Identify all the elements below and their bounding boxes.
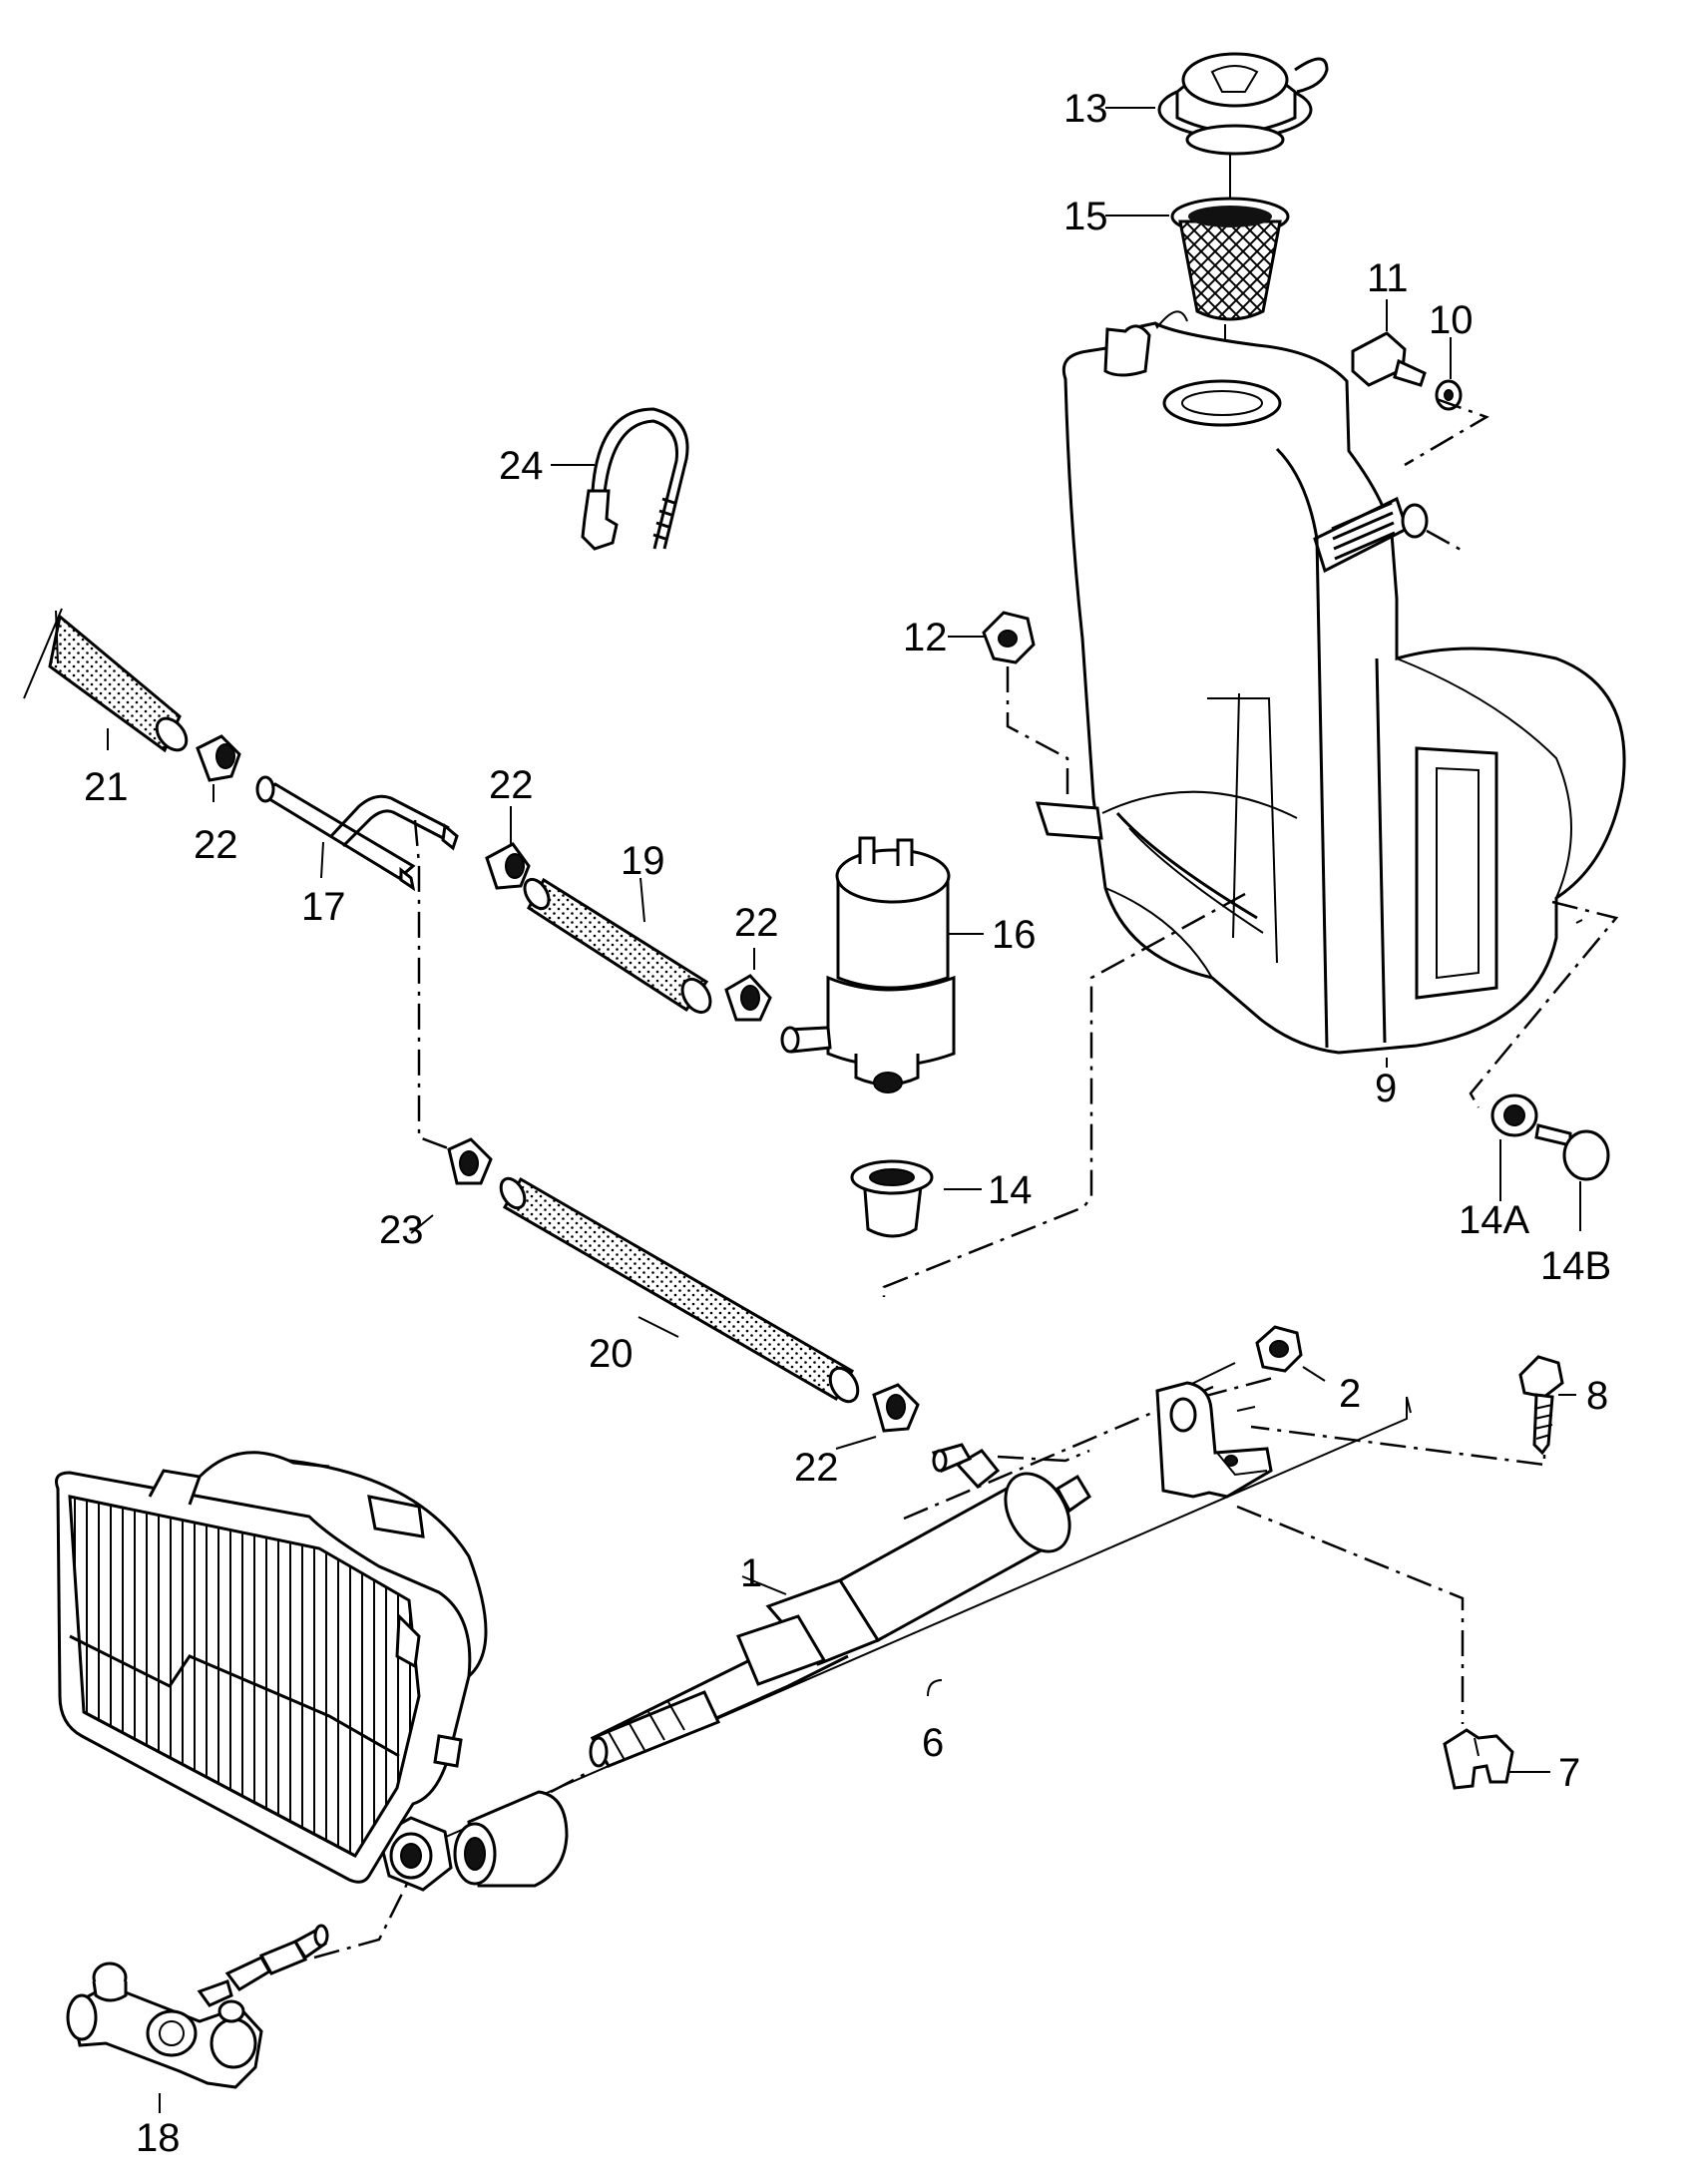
headlamp-washer-jet (589, 1443, 1092, 1768)
reservoir-bolt (1351, 331, 1427, 387)
callout-16: 16 (992, 913, 1037, 957)
callout-2: 2 (1339, 1372, 1361, 1416)
callout-18: 18 (136, 2116, 181, 2160)
washer-fluid-reservoir (1035, 310, 1626, 1055)
hose-21 (23, 608, 189, 753)
hex-nut-large (377, 1816, 453, 1892)
callout-14b: 14B (1540, 1244, 1611, 1288)
callout-20: 20 (589, 1332, 634, 1376)
washer-pump (780, 836, 956, 1093)
nut-2 (1255, 1325, 1303, 1373)
washer-nozzle (66, 1924, 329, 2089)
grommet-cone (453, 1790, 569, 1888)
clamp-23 (447, 1137, 493, 1185)
rivet-14b (1534, 1123, 1610, 1181)
callout-6: 6 (922, 1721, 944, 1765)
leader-lines (107, 107, 1581, 2113)
callout-14a: 14A (1459, 1198, 1529, 1242)
callout-8: 8 (1586, 1374, 1608, 1418)
clamp-22-c (724, 974, 772, 1022)
reservoir-washer (1435, 379, 1463, 411)
callout-labels: 13 15 11 10 24 12 21 22 22 17 19 22 16 9… (84, 87, 1611, 2160)
hose-19 (523, 877, 712, 1015)
clamp-22-d (872, 1383, 920, 1433)
callout-15: 15 (1063, 195, 1108, 238)
callout-22-c: 22 (734, 901, 779, 945)
callout-21: 21 (84, 765, 129, 809)
clip-7 (1443, 1728, 1514, 1790)
callout-22-a: 22 (194, 823, 238, 867)
grommet-14a (1490, 1093, 1538, 1137)
clamp-22-b (485, 842, 531, 890)
mounting-bracket (1155, 1381, 1273, 1499)
callout-19: 19 (621, 839, 665, 883)
cable-tie (581, 407, 689, 551)
callout-17: 17 (301, 885, 346, 929)
callout-22-b: 22 (489, 763, 534, 807)
callout-1: 1 (740, 1551, 762, 1595)
callout-23: 23 (379, 1208, 424, 1252)
reservoir-cap (1157, 52, 1329, 156)
t-connector (255, 775, 459, 892)
callout-24: 24 (499, 444, 544, 488)
clamp-22-a (196, 734, 241, 782)
callout-11: 11 (1367, 256, 1409, 300)
strainer-filter (1170, 155, 1290, 419)
callout-22-d: 22 (794, 1446, 839, 1490)
screw-8 (1518, 1355, 1564, 1456)
headlamp (55, 1451, 488, 1884)
callout-10: 10 (1429, 298, 1474, 342)
callout-12: 12 (903, 616, 948, 659)
callout-13: 13 (1063, 87, 1108, 131)
callout-7: 7 (1558, 1751, 1580, 1795)
callout-14: 14 (988, 1168, 1033, 1212)
reservoir-nut (982, 611, 1036, 664)
callout-9: 9 (1375, 1067, 1397, 1110)
pump-grommet (850, 1159, 934, 1238)
hose-20 (499, 1176, 860, 1404)
